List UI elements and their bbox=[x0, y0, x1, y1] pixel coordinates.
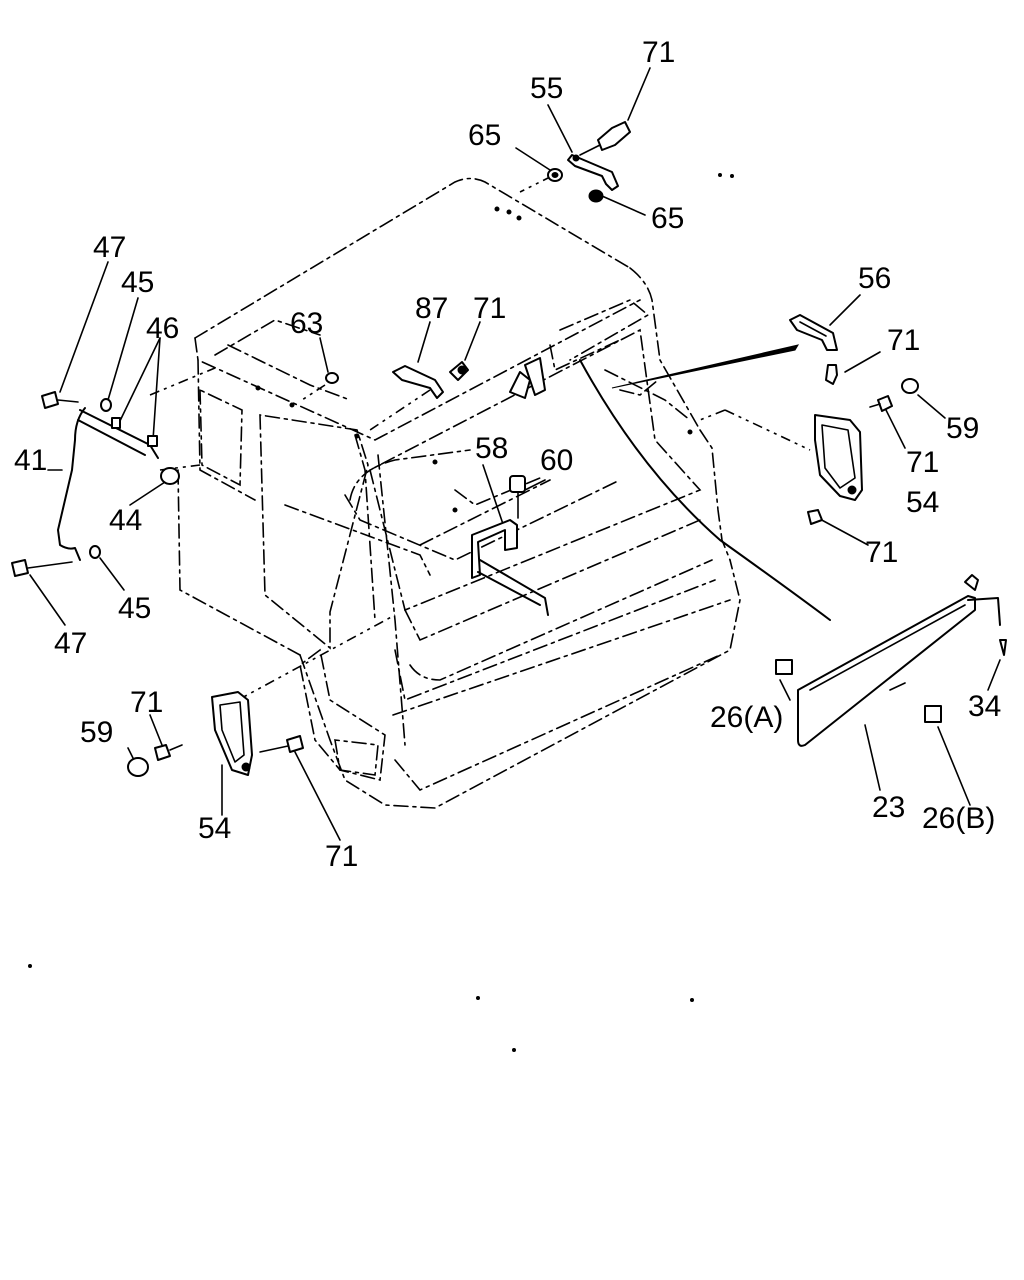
part-71-screw-bottom-left-b bbox=[259, 735, 304, 753]
part-71-screw-bottom-left-a bbox=[154, 744, 183, 761]
part-26a-clip bbox=[775, 659, 793, 675]
callout-71: 71 bbox=[642, 36, 675, 69]
part-47-bolt-bottom bbox=[11, 559, 73, 577]
callout-26a: 26(A) bbox=[710, 701, 783, 734]
callout-71: 71 bbox=[865, 536, 898, 569]
part-44-cap bbox=[160, 467, 180, 485]
part-46-clamp bbox=[111, 417, 158, 447]
part-55-grab-handle bbox=[567, 154, 619, 191]
callout-71: 71 bbox=[906, 446, 939, 479]
callout-45: 45 bbox=[118, 592, 151, 625]
callout-labels: 71 55 65 65 56 71 59 71 54 71 87 71 63 4… bbox=[14, 36, 1001, 873]
part-63-clip bbox=[325, 372, 339, 384]
part-71-bolt-87 bbox=[449, 361, 469, 381]
callout-23: 23 bbox=[872, 791, 905, 824]
part-34-screw bbox=[999, 639, 1007, 656]
part-60-lamp bbox=[509, 475, 526, 519]
part-23-sun-visor bbox=[797, 574, 1001, 747]
part-71-screw-54-right bbox=[869, 395, 893, 412]
callout-63: 63 bbox=[290, 307, 323, 340]
callout-44: 44 bbox=[109, 504, 142, 537]
callout-56: 56 bbox=[858, 262, 891, 295]
callout-87: 87 bbox=[415, 292, 448, 325]
part-45-washer-top bbox=[100, 398, 112, 412]
part-65-cap-a bbox=[547, 168, 563, 182]
callout-26b: 26(B) bbox=[922, 802, 995, 835]
callout-54: 54 bbox=[906, 486, 939, 519]
part-87-grab-handle bbox=[392, 365, 444, 399]
part-71-screw-56 bbox=[825, 364, 838, 385]
callout-71: 71 bbox=[325, 840, 358, 873]
callout-65: 65 bbox=[468, 119, 501, 152]
part-54-bracket-right bbox=[814, 414, 863, 501]
part-45-washer-bottom bbox=[89, 545, 101, 559]
part-26b-clip bbox=[924, 705, 942, 723]
part-56-grab-handle bbox=[789, 314, 838, 351]
callout-47: 47 bbox=[54, 627, 87, 660]
part-59-cap-left bbox=[127, 757, 149, 777]
callout-71: 71 bbox=[130, 686, 163, 719]
callout-41: 41 bbox=[14, 444, 47, 477]
callout-60: 60 bbox=[540, 444, 573, 477]
callout-71: 71 bbox=[887, 324, 920, 357]
part-47-bolt-top bbox=[41, 391, 79, 409]
callout-59: 59 bbox=[80, 716, 113, 749]
part-71-screw-lower-right bbox=[807, 509, 823, 525]
callout-46: 46 bbox=[146, 312, 179, 345]
callout-34: 34 bbox=[968, 690, 1001, 723]
callout-58: 58 bbox=[475, 432, 508, 465]
part-59-cap-right bbox=[901, 378, 919, 394]
callout-65: 65 bbox=[651, 202, 684, 235]
callout-59: 59 bbox=[946, 412, 979, 445]
part-58-handle bbox=[471, 519, 549, 616]
callout-71: 71 bbox=[473, 292, 506, 325]
part-54-bracket-left bbox=[211, 691, 253, 776]
part-41-mirror-rod bbox=[57, 407, 159, 561]
cab-body bbox=[177, 177, 741, 809]
callout-55: 55 bbox=[530, 72, 563, 105]
callout-45: 45 bbox=[121, 266, 154, 299]
part-71-bolt-top bbox=[579, 121, 631, 156]
mirror-bracket bbox=[509, 357, 546, 399]
callout-54: 54 bbox=[198, 812, 231, 845]
callout-47: 47 bbox=[93, 231, 126, 264]
part-65-cap-b bbox=[588, 189, 604, 203]
leader-lines bbox=[29, 67, 1001, 841]
